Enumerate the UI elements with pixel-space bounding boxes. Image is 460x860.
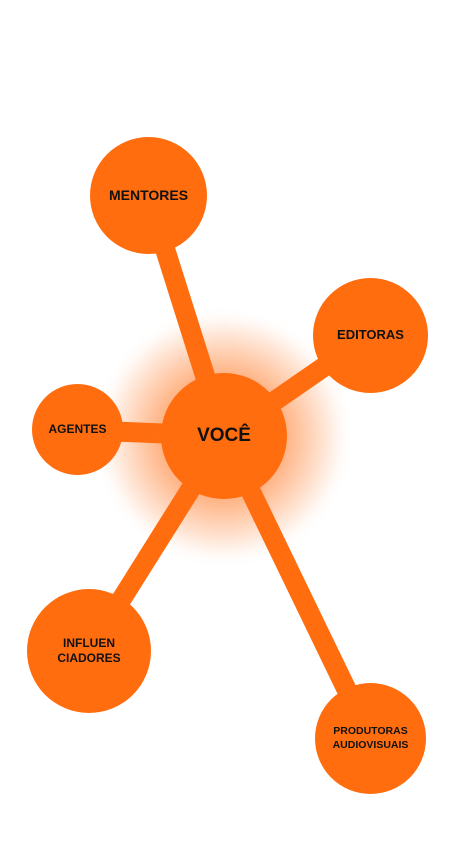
- node-editoras: EDITORAS: [313, 278, 428, 393]
- node-produtoras: PRODUTORAS AUDIOVISUAIS: [315, 683, 426, 794]
- node-influenciadores: INFLUEN CIADORES: [27, 589, 151, 713]
- node-editoras-label: EDITORAS: [337, 327, 404, 343]
- node-mentores: MENTORES: [90, 137, 207, 254]
- node-agentes-label: AGENTES: [48, 422, 107, 436]
- node-center: VOCÊ: [161, 373, 287, 499]
- node-influenciadores-label: INFLUEN CIADORES: [57, 636, 121, 665]
- node-produtoras-label: PRODUTORAS AUDIOVISUAIS: [332, 725, 409, 751]
- node-agentes: AGENTES: [32, 384, 123, 475]
- node-center-label: VOCÊ: [197, 425, 251, 447]
- node-mentores-label: MENTORES: [108, 186, 189, 203]
